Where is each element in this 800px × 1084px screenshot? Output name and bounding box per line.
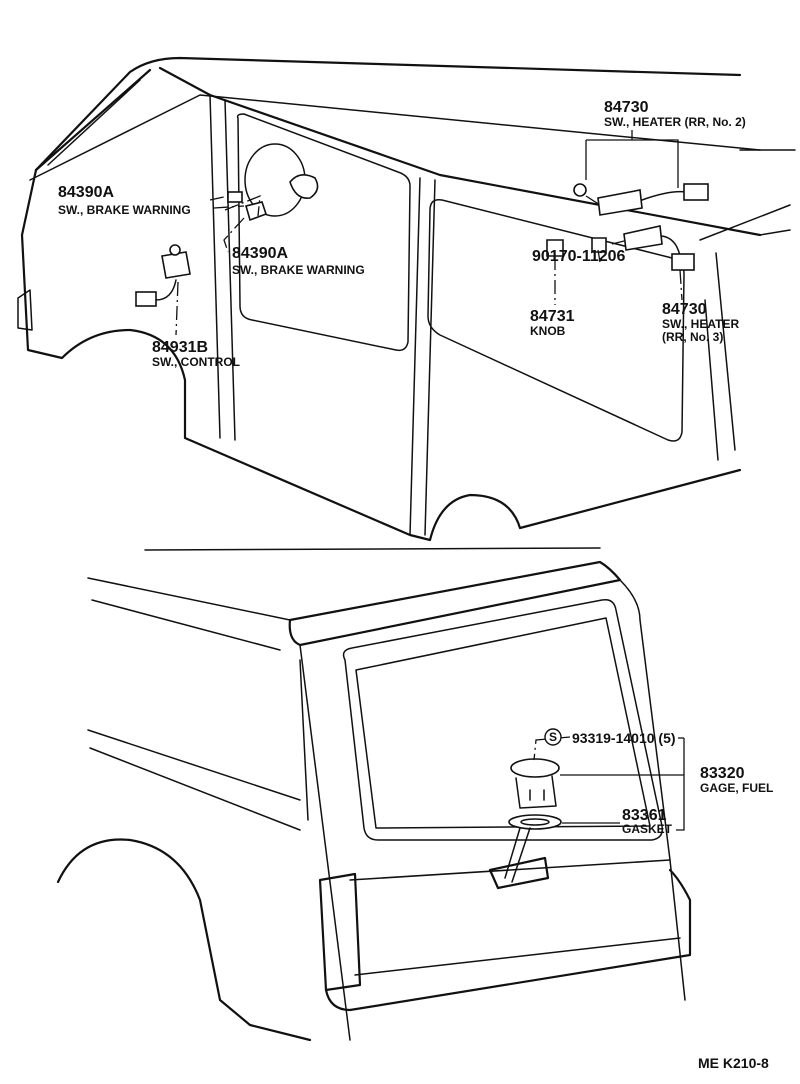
upper-parts (135, 143, 709, 307)
part-name-heater-no2: SW., HEATER (RR, No. 2) (604, 115, 746, 129)
callouts: 84390A SW., BRAKE WARNING 84390A SW., BR… (58, 99, 773, 1071)
fuel-gage-parts (504, 758, 562, 883)
part-name-fuel-gage: GAGE, FUEL (700, 781, 773, 795)
part-number-screw: 93319-14010 (5) (572, 730, 676, 746)
screw-symbol-circle (544, 728, 562, 746)
part-name-heater-no3-line2: (RR, No. 3) (662, 330, 723, 344)
part-name-brake-warning-mid: SW., BRAKE WARNING (232, 263, 365, 277)
part-name-brake-warning-left: SW., BRAKE WARNING (58, 203, 191, 217)
part-name-heater-no3-line1: SW., HEATER (662, 317, 739, 331)
upper-van-body (17, 56, 796, 542)
lower-van-body (56, 547, 692, 1042)
part-name-control: SW., CONTROL (152, 355, 240, 369)
part-number-heater-no2: 84730 (604, 99, 649, 116)
part-number-control: 84931B (152, 339, 208, 356)
part-number-fuel-gage: 83320 (700, 765, 745, 782)
part-number-knob: 84731 (530, 308, 575, 325)
part-number-nut: 90170-11206 (532, 248, 626, 265)
part-number-brake-warning-mid: 84390A (232, 245, 288, 262)
part-number-brake-warning-left: 84390A (58, 184, 114, 201)
part-number-heater-no3: 84730 (662, 301, 707, 318)
part-name-knob: KNOB (530, 324, 566, 338)
screw-symbol: S (549, 730, 557, 744)
part-number-gasket: 83361 (622, 807, 667, 824)
part-name-gasket: GASKET (622, 822, 673, 836)
diagram-code: ME K210-8 (698, 1055, 769, 1071)
